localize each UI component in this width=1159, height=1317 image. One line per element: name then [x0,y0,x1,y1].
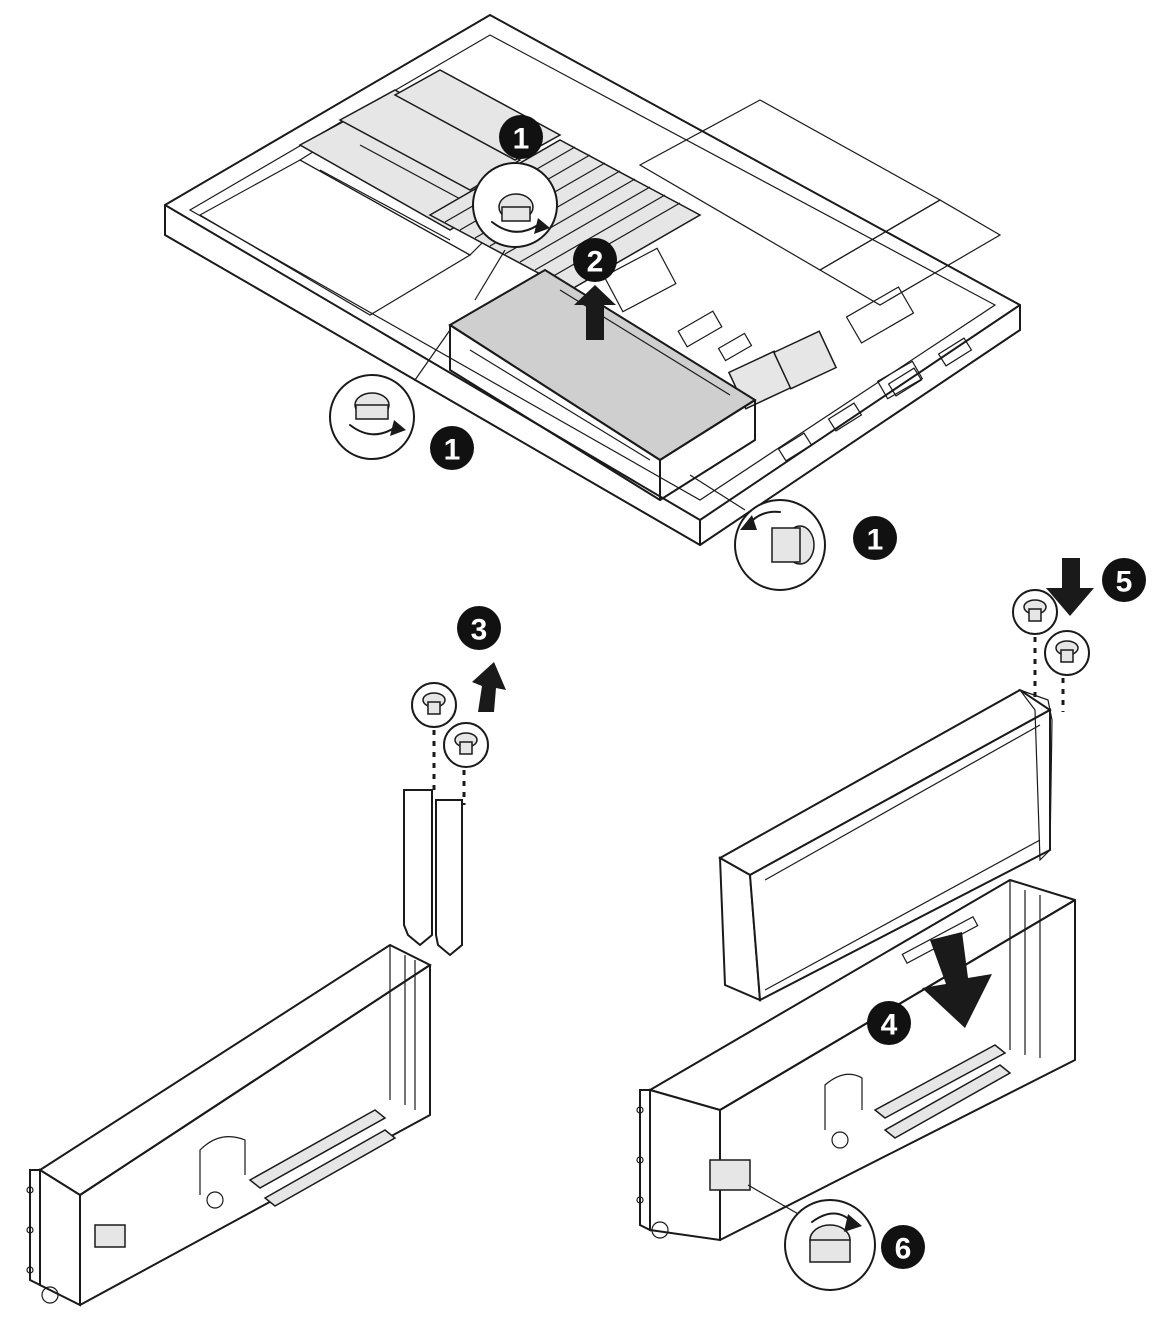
screw-left-b [443,722,489,768]
step-label: 6 [895,1233,912,1266]
gpu-riser-cage [448,268,757,501]
zoom-thumbscrew-right [689,474,826,591]
slot-cover-b [435,799,463,957]
step-label: 4 [881,1009,898,1042]
step-2-badge: 2 [573,238,617,282]
screw-right-b [1044,630,1090,676]
step-label: 1 [867,524,884,557]
step-6-badge: 6 [881,1225,925,1269]
step-4-badge: 4 [867,1001,911,1045]
step-5-badge: 5 [1102,558,1146,602]
step-1-badge-left: 1 [430,426,474,470]
install-screw-down-arrow [1046,558,1094,616]
zoom-thumbscrew-left [329,329,451,460]
insert-card-down-arrow [922,932,992,1028]
step-label: 2 [587,246,604,279]
step-label: 1 [444,434,461,467]
lift-up-arrow [574,285,616,340]
screw-left-a [411,682,457,728]
step-1-badge-top: 1 [499,115,543,159]
step-label: 5 [1116,566,1133,599]
zoom-thumbscrew-bottom [747,1184,876,1291]
step-label: 1 [513,123,530,156]
riser-bracket-right [636,558,1094,1291]
step-1-badge-right: 1 [853,516,897,560]
server-chassis [164,14,1021,591]
zoom-thumbscrew-top [472,162,558,301]
remove-screw-up-arrow [472,662,506,712]
riser-bracket-left [26,662,506,1307]
gpu-card [717,688,1053,1002]
step-label: 3 [471,614,488,647]
step-3-badge: 3 [457,606,501,650]
screw-right-a [1012,589,1058,635]
slot-cover-a [403,789,433,947]
